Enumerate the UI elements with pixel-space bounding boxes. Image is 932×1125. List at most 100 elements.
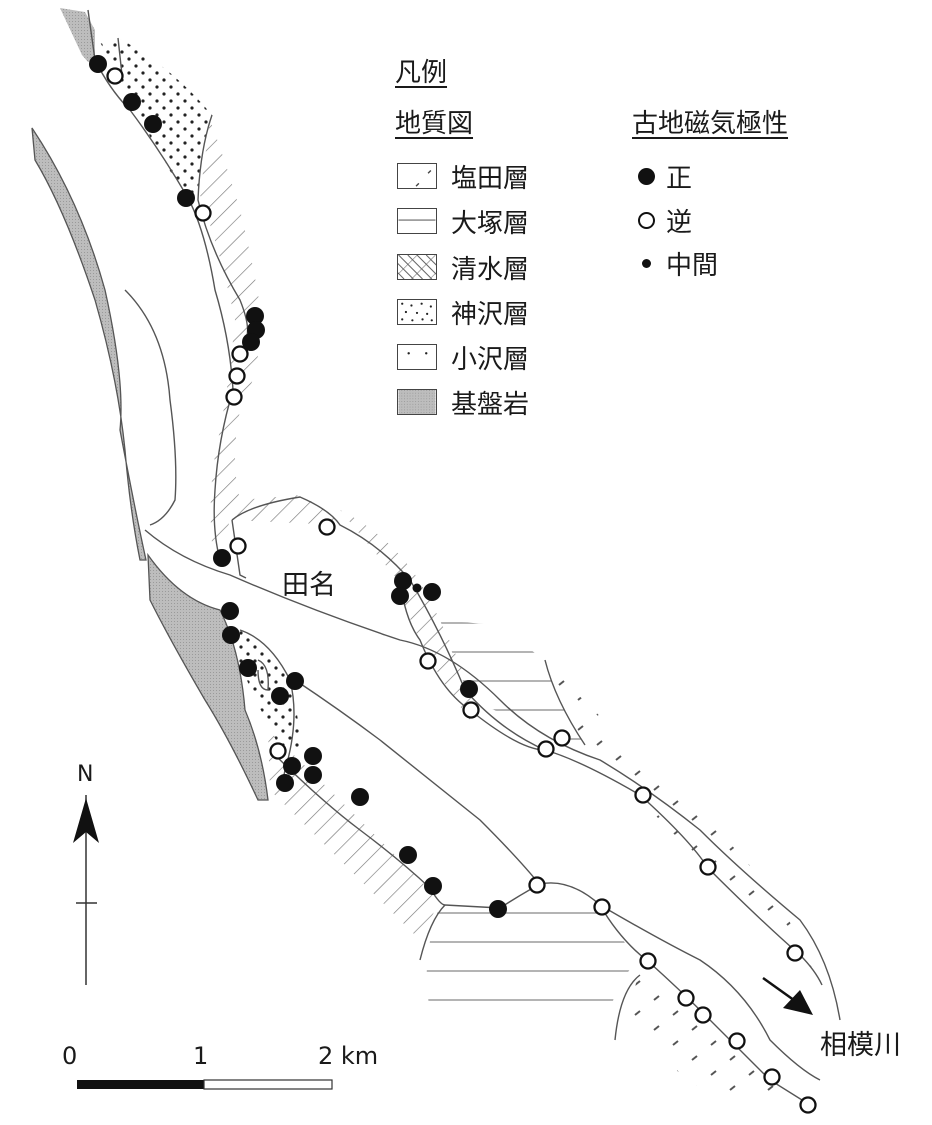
legend-label: 逆 [666, 207, 693, 238]
legend-item-shimizu: 清水層 [397, 247, 529, 287]
site-reverse-polarity [528, 876, 546, 894]
site-normal-polarity [144, 115, 162, 133]
legend-label: 大塚層 [451, 208, 530, 239]
river-flow-arrow [762, 976, 813, 1015]
site-reverse-polarity [228, 367, 246, 385]
site-reverse-polarity [229, 537, 247, 555]
shioda-southeast [630, 965, 790, 1100]
legend-label: 正 [666, 163, 693, 194]
small-dot-icon [641, 258, 651, 268]
site-normal-polarity [89, 55, 107, 73]
boundary-line [544, 659, 586, 746]
site-reverse-polarity [419, 652, 437, 670]
basement-rock-west [31, 127, 147, 561]
place-label-tana: 田名 [282, 570, 336, 601]
site-reverse-polarity [763, 1068, 781, 1086]
legend-label: 塩田層 [451, 163, 530, 194]
site-normal-polarity [271, 687, 289, 705]
legend-label: 神沢層 [451, 299, 530, 330]
site-reverse-polarity [553, 729, 571, 747]
site-reverse-polarity [269, 742, 287, 760]
site-reverse-polarity [593, 898, 611, 916]
shimizu-swatch [397, 254, 437, 280]
scale-label-0: 0 [62, 1042, 78, 1070]
boundary-line [614, 974, 641, 1041]
boundary-line [144, 529, 841, 1021]
site-normal-polarity [394, 572, 412, 590]
basement-rock-areas [31, 8, 269, 801]
otsuka-swatch [397, 208, 437, 234]
shimizu-formation [200, 120, 475, 940]
shioda-swatch [397, 163, 437, 189]
legend-label: 小沢層 [451, 344, 530, 375]
boundary-line [231, 496, 546, 751]
site-normal-polarity [123, 93, 141, 111]
site-normal-polarity [242, 333, 260, 351]
scale-label-1: 1 [193, 1042, 209, 1070]
shimizu-tana-band [340, 510, 475, 720]
boundary-line [294, 679, 541, 886]
boundary-line [117, 37, 123, 76]
legend-label: 基盤岩 [451, 389, 530, 420]
site-normal-polarity [351, 788, 369, 806]
site-normal-polarity [222, 626, 240, 644]
north-arrow [73, 795, 99, 985]
site-normal-polarity [304, 747, 322, 765]
site-reverse-polarity [106, 67, 124, 85]
site-reverse-polarity [462, 701, 480, 719]
legend-item-normal: 正 [632, 156, 692, 196]
site-normal-polarity [424, 877, 442, 895]
site-normal-polarity [213, 549, 231, 567]
formation-boundaries [87, 9, 841, 1106]
polarity-legend-title: 古地磁気極性 [632, 109, 789, 139]
legend-item-kanzawa: 神沢層 [397, 292, 529, 332]
otsuka-east [440, 620, 585, 745]
kanzawa-swatch [397, 299, 437, 325]
kozawa-swatch [397, 344, 437, 370]
site-normal-polarity [460, 680, 478, 698]
site-normal-polarity [239, 659, 257, 677]
legend-item-intermediate: 中間 [632, 243, 718, 283]
site-normal-polarity [177, 189, 195, 207]
shimizu-north-band [200, 120, 340, 570]
site-reverse-polarity [318, 518, 336, 536]
open-circle-icon [637, 211, 655, 229]
filled-circle-icon [637, 167, 655, 185]
site-reverse-polarity [799, 1096, 817, 1114]
legend-label: 清水層 [451, 254, 530, 285]
boundary-line [87, 9, 234, 561]
river-label-sagami: 相模川 [820, 1030, 901, 1061]
site-normal-polarity [283, 757, 301, 775]
boundary-line [257, 659, 269, 691]
site-reverse-polarity [694, 1006, 712, 1024]
boundary-line [599, 904, 821, 1081]
basement-rock-north [60, 8, 95, 62]
shioda-formation [545, 660, 830, 1100]
site-normal-polarity [304, 766, 322, 784]
site-intermediate-polarity [412, 583, 422, 593]
site-normal-polarity [399, 846, 417, 864]
site-reverse-polarity [194, 204, 212, 222]
site-reverse-polarity [639, 952, 657, 970]
otsuka-south [426, 893, 640, 1010]
geology-legend-title: 地質図 [395, 109, 474, 139]
site-reverse-polarity [537, 740, 555, 758]
site-reverse-polarity [786, 944, 804, 962]
legend-label: 中間 [666, 250, 719, 281]
site-normal-polarity [423, 583, 441, 601]
site-reverse-polarity [231, 345, 249, 363]
site-reverse-polarity [677, 989, 695, 1007]
site-normal-polarity [221, 602, 239, 620]
boundary-line [197, 114, 249, 341]
legend-item-kozawa: 小沢層 [397, 337, 529, 377]
site-reverse-polarity [699, 858, 717, 876]
scale-label-2: 2 km [318, 1042, 379, 1070]
legend-item-reverse: 逆 [632, 200, 692, 240]
otsuka-formation [426, 620, 640, 1010]
boundary-line [419, 904, 446, 961]
site-reverse-polarity [225, 388, 243, 406]
site-normal-polarity [286, 672, 304, 690]
site-normal-polarity [489, 900, 507, 918]
basement-rock-south [147, 552, 269, 801]
